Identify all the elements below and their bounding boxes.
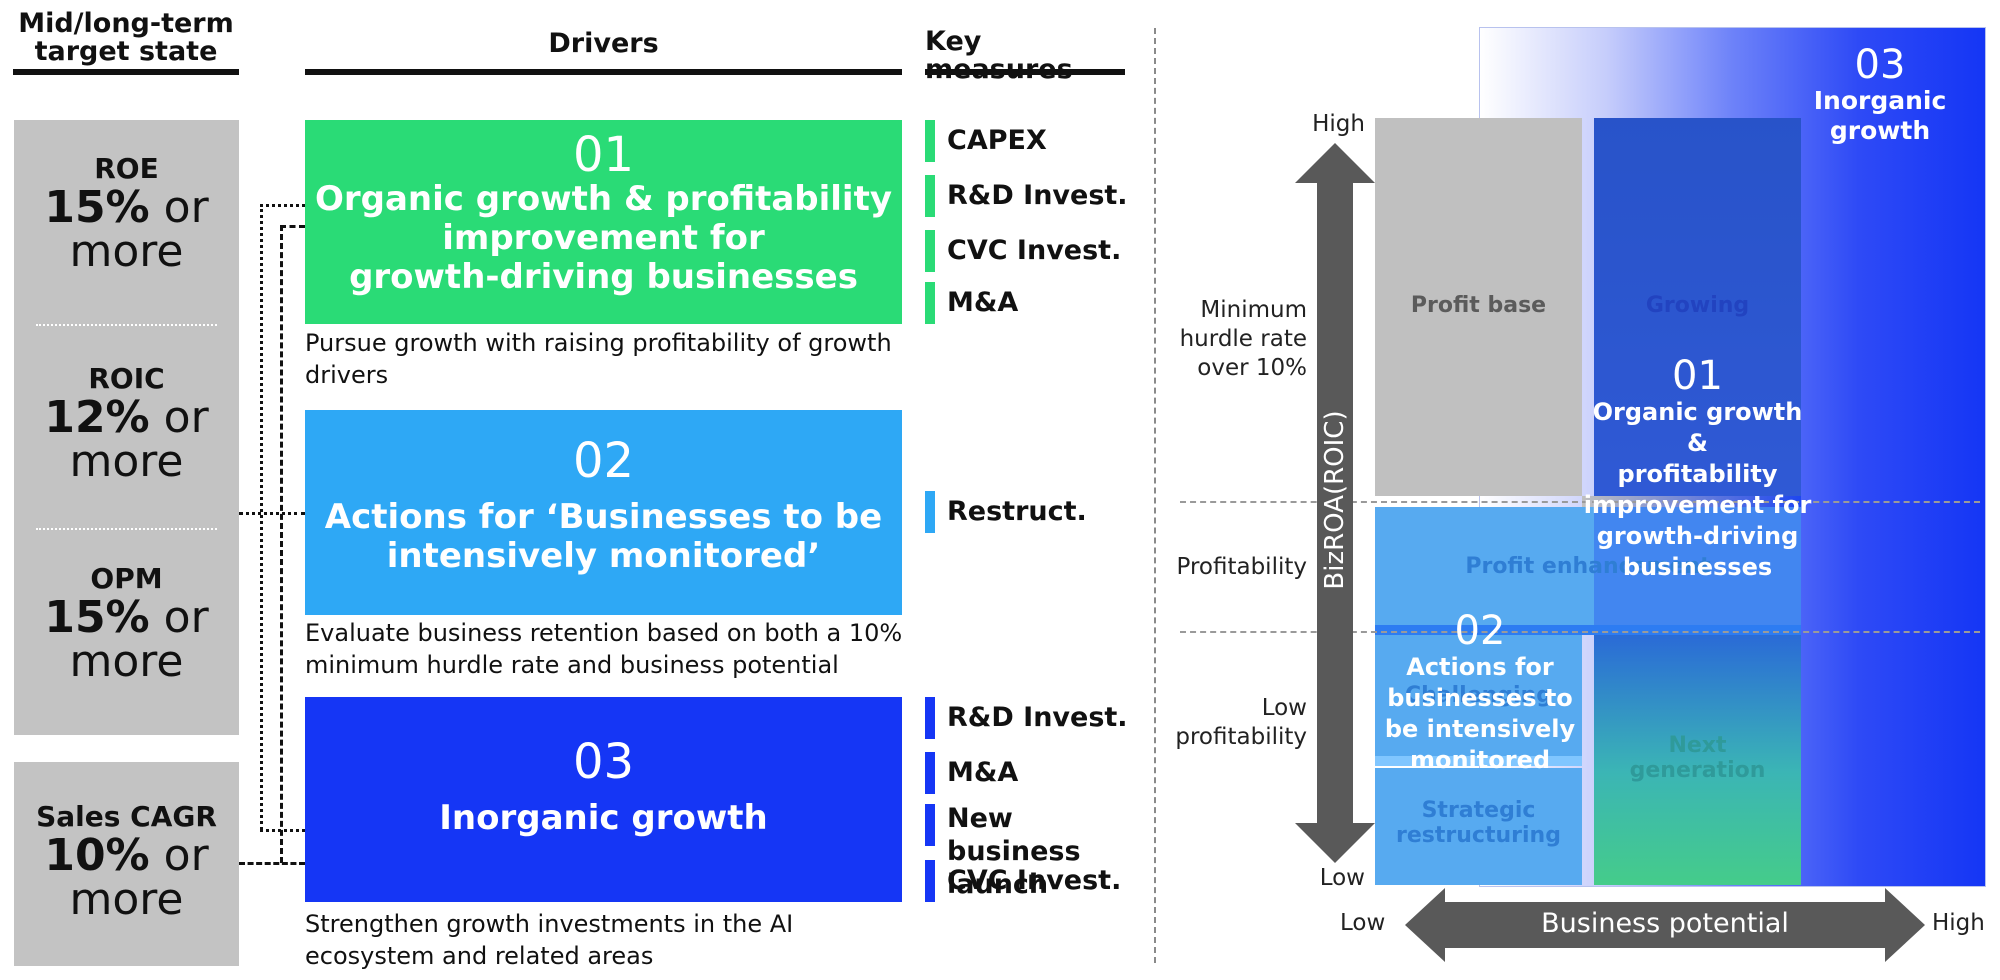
header-key-measures-underline — [925, 69, 1125, 75]
target-label: Sales CAGR — [36, 800, 217, 833]
y-band-hurdle: Minimum hurdle rate over 10% — [1179, 297, 1307, 381]
section-divider — [1154, 28, 1156, 963]
label-profit-base: Profit base — [1410, 293, 1547, 318]
target-box-main: ROE 15% or more ROIC 12% or more OPM 15%… — [14, 120, 239, 735]
x-high-label: High — [1932, 910, 1985, 936]
target-box-sales: Sales CAGR 10% or more — [14, 762, 239, 966]
overlay-number: 01 — [1672, 353, 1723, 399]
connector-dashed — [239, 862, 305, 865]
x-axis-label: Business potential — [1541, 908, 1789, 939]
y-band-profitability: Profitability — [1176, 554, 1308, 580]
driver-02-box: 02 Actions for ‘Businesses to be intensi… — [305, 410, 902, 615]
y-high-label: High — [1312, 111, 1365, 137]
quadrant-growing — [1594, 118, 1801, 496]
y-axis-label: BizROA(ROIC) — [1320, 410, 1350, 590]
driver-number: 02 — [572, 433, 635, 489]
connector-dotted — [239, 512, 305, 515]
x-axis-arrow — [1405, 888, 1925, 962]
overlay-02-text: 02 Actions for businesses to be intensiv… — [1365, 610, 1595, 776]
overlay-number: 03 — [1854, 42, 1906, 88]
overlay-01-band — [1594, 118, 1801, 630]
quadrant-challenging — [1375, 634, 1582, 761]
band-line — [1180, 501, 1980, 503]
overlay-02-band — [1375, 756, 1582, 766]
driver-03-desc: Strengthen growth investments in the AI … — [305, 910, 794, 970]
overlay-03-text: 03 Inorganic growth — [1800, 44, 1960, 146]
driver-01-box: 01 Organic growth & profitability improv… — [305, 120, 902, 324]
overlay-01-text: 01 Organic growth & profitability improv… — [1580, 355, 1815, 583]
label-strategic-restructuring: Strategic restructuring — [1396, 798, 1561, 848]
band-line — [1180, 631, 1980, 633]
target-value: 12% or more — [44, 392, 209, 487]
y-low-label: Low — [1319, 865, 1365, 891]
x-low-label: Low — [1340, 910, 1386, 936]
label-growing: Growing — [1645, 293, 1750, 318]
target-divider — [36, 528, 217, 530]
connector-dashed — [280, 225, 283, 863]
target-opm: OPM 15% or more — [14, 562, 239, 684]
overlay-title: Actions for businesses to be intensively… — [1384, 653, 1576, 774]
driver-01-desc: Pursue growth with raising profitability… — [305, 329, 892, 389]
header-key-measures: Key measures — [925, 26, 1073, 84]
connector-dashed — [280, 225, 305, 228]
overlay-title: Inorganic growth — [1813, 86, 1947, 145]
target-sales-cagr: Sales CAGR 10% or more — [14, 800, 239, 922]
driver-03-box: 03 Inorganic growth — [305, 697, 902, 902]
connector-dotted — [260, 204, 263, 830]
driver-02-desc: Evaluate business retention based on bot… — [305, 619, 903, 679]
target-label: ROIC — [88, 362, 165, 395]
target-value: 10% or more — [44, 830, 209, 925]
overlay-number: 02 — [1454, 608, 1506, 654]
header-drivers-underline — [305, 69, 902, 75]
header-target-state: Mid/long-term target state — [18, 8, 234, 67]
target-roic: ROIC 12% or more — [14, 362, 239, 484]
quadrant-profit-enhancement — [1375, 507, 1801, 630]
target-label: OPM — [90, 562, 163, 595]
target-value: 15% or more — [44, 182, 209, 277]
y-band-low-profitability: Low profitability — [1175, 695, 1307, 750]
header-drivers: Drivers — [548, 28, 659, 59]
y-axis-arrow — [1295, 143, 1375, 863]
target-label: ROE — [94, 152, 159, 185]
label-challenging: Challenging — [1404, 683, 1553, 708]
quadrant-strategic-restructuring — [1375, 768, 1582, 885]
target-roe: ROE 15% or more — [14, 152, 239, 274]
quadrant-next-generation — [1594, 634, 1801, 885]
label-profit-enhancement: Profit enhancement — [1465, 554, 1711, 579]
overlay-02-band — [1375, 625, 1801, 635]
driver-number: 03 — [572, 734, 635, 790]
label-next-generation: Next generation — [1629, 733, 1766, 783]
driver-number: 01 — [572, 127, 635, 183]
driver-title: Actions for ‘Businesses to be intensivel… — [324, 497, 883, 576]
target-value: 15% or more — [44, 592, 209, 687]
header-target-underline — [13, 69, 239, 75]
driver-title: Inorganic growth — [439, 798, 768, 838]
overlay-title: Organic growth & profitability improveme… — [1583, 398, 1812, 581]
quadrant-profit-base — [1375, 118, 1582, 496]
connector-dotted — [260, 204, 305, 207]
target-divider — [36, 324, 217, 326]
driver-title: Organic growth & profitability improveme… — [314, 179, 893, 297]
